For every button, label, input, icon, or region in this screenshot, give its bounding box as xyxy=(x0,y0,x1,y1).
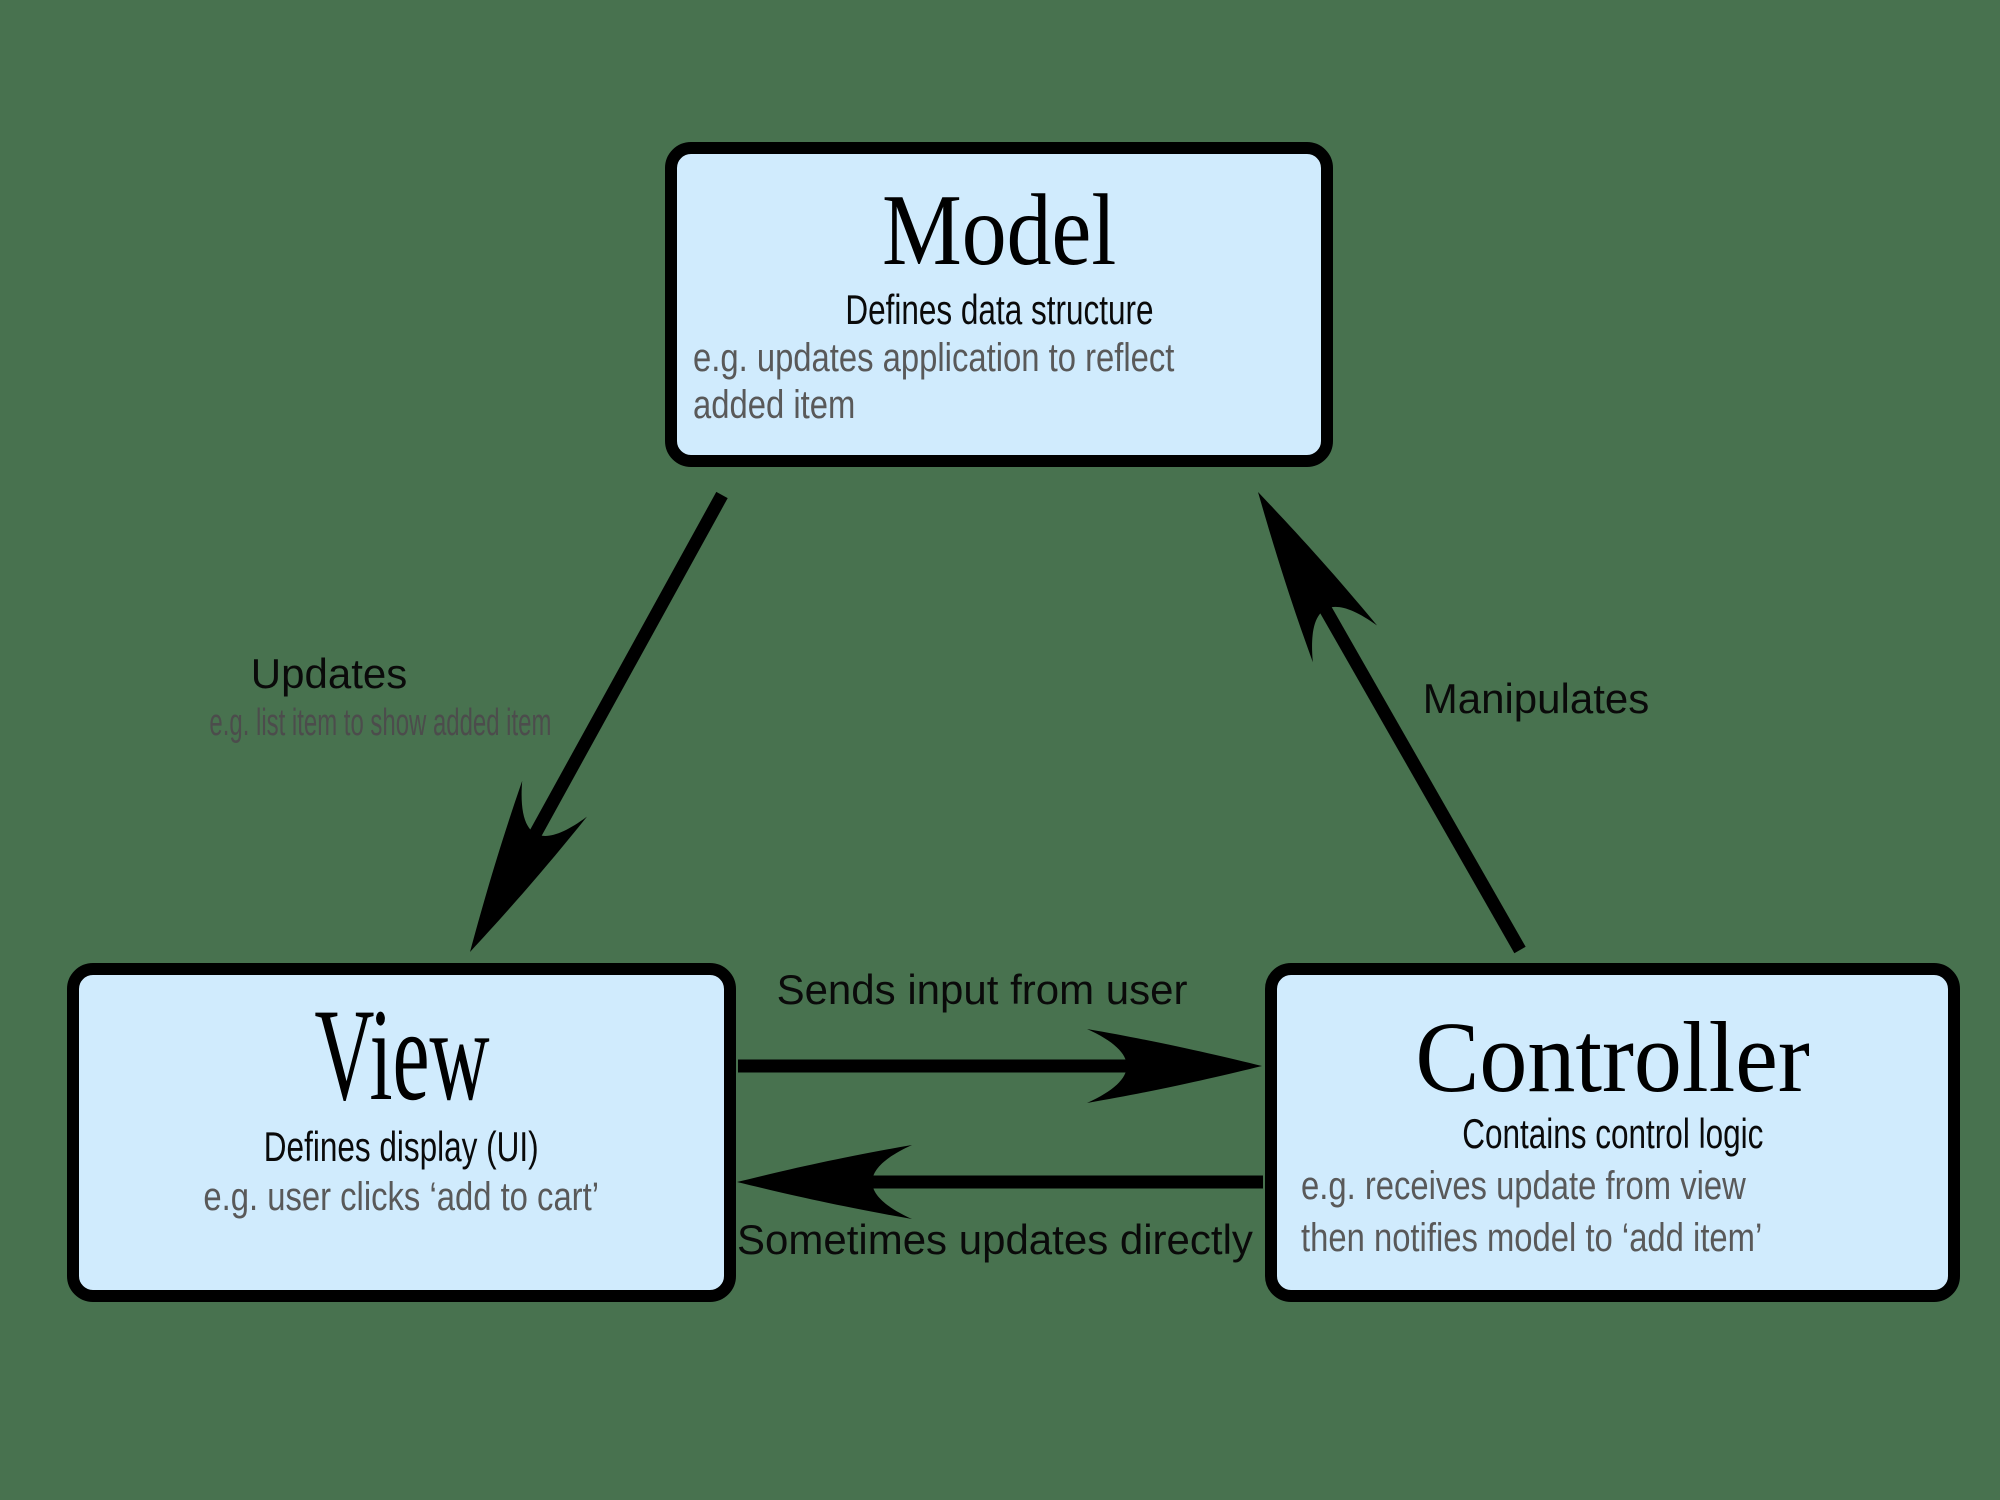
view-title: View xyxy=(263,989,541,1121)
updates-arrow-sublabel: e.g. list item to show added item xyxy=(109,702,609,745)
controller-subtitle-text: Contains control logic xyxy=(1461,1110,1764,1157)
controller-example-line2-text: then notifies model to ‘add item’ xyxy=(1301,1216,1763,1261)
controller-box: Controller Contains control logic e.g. r… xyxy=(1265,963,1960,1302)
controller-example-line2: then notifies model to ‘add item’ xyxy=(1277,1214,1864,1262)
model-title-text: Model xyxy=(881,174,1117,287)
model-title: Model xyxy=(866,180,1132,282)
manipulates-arrow xyxy=(1258,492,1526,954)
sometimes-updates-arrow xyxy=(737,1145,1263,1219)
view-subtitle: Defines display (UI) xyxy=(218,1123,584,1171)
controller-title-text: Controller xyxy=(1415,1001,1810,1113)
updates-arrow-sublabel-text: e.g. list item to show added item xyxy=(209,702,552,744)
model-example-line1: e.g. updates application to reflect xyxy=(677,336,1280,381)
view-subtitle-text: Defines display (UI) xyxy=(264,1123,539,1170)
sometimes-updates-arrow-label: Sometimes updates directly xyxy=(737,1216,1253,1263)
controller-example-line1-text: e.g. receives update from view xyxy=(1301,1164,1746,1209)
sends-input-arrow-label: Sends input from user xyxy=(776,966,1188,1013)
model-box: Model Defines data structure e.g. update… xyxy=(665,142,1333,467)
model-example-line1-text: e.g. updates application to reflect xyxy=(693,336,1175,381)
model-example-line2-text: added item xyxy=(693,383,856,428)
manipulates-arrow-label: Manipulates xyxy=(1422,675,1650,722)
controller-subtitle: Contains control logic xyxy=(1412,1110,1814,1158)
view-title-text: View xyxy=(313,981,490,1128)
updates-arrow xyxy=(470,491,728,952)
controller-title: Controller xyxy=(1405,1007,1820,1108)
model-subtitle: Defines data structure xyxy=(794,286,1205,334)
sends-input-arrow xyxy=(738,1029,1262,1103)
view-example-line1-text: e.g. user clicks ‘add to cart’ xyxy=(203,1175,600,1220)
model-subtitle-text: Defines data structure xyxy=(844,286,1154,333)
controller-example-line1: e.g. receives update from view xyxy=(1277,1162,1843,1210)
view-box: View Defines display (UI) e.g. user clic… xyxy=(67,963,736,1302)
view-example-line1: e.g. user clicks ‘add to cart’ xyxy=(160,1175,642,1220)
model-example-line2: added item xyxy=(677,383,891,428)
updates-arrow-label: Updates xyxy=(250,650,408,697)
